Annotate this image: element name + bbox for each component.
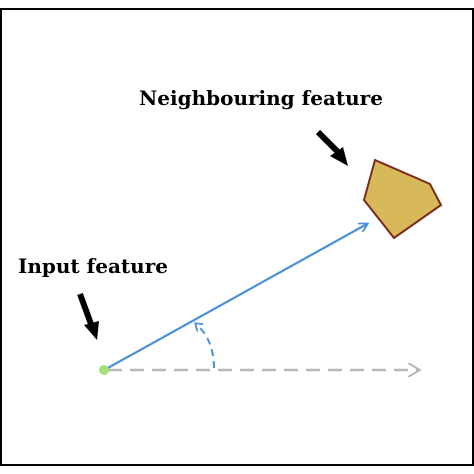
neighbouring-feature-polygon	[362, 158, 443, 240]
direction-line	[105, 224, 367, 370]
frame-border	[0, 8, 474, 466]
input-feature-label: Input feature	[18, 254, 168, 278]
neighbouring-feature-label: Neighbouring feature	[139, 86, 383, 110]
angle-arc	[196, 324, 215, 369]
input-feature-point	[99, 365, 109, 375]
input-pointer-arrow-icon	[77, 292, 99, 340]
neighbour-pointer-arrow-icon	[315, 129, 348, 166]
